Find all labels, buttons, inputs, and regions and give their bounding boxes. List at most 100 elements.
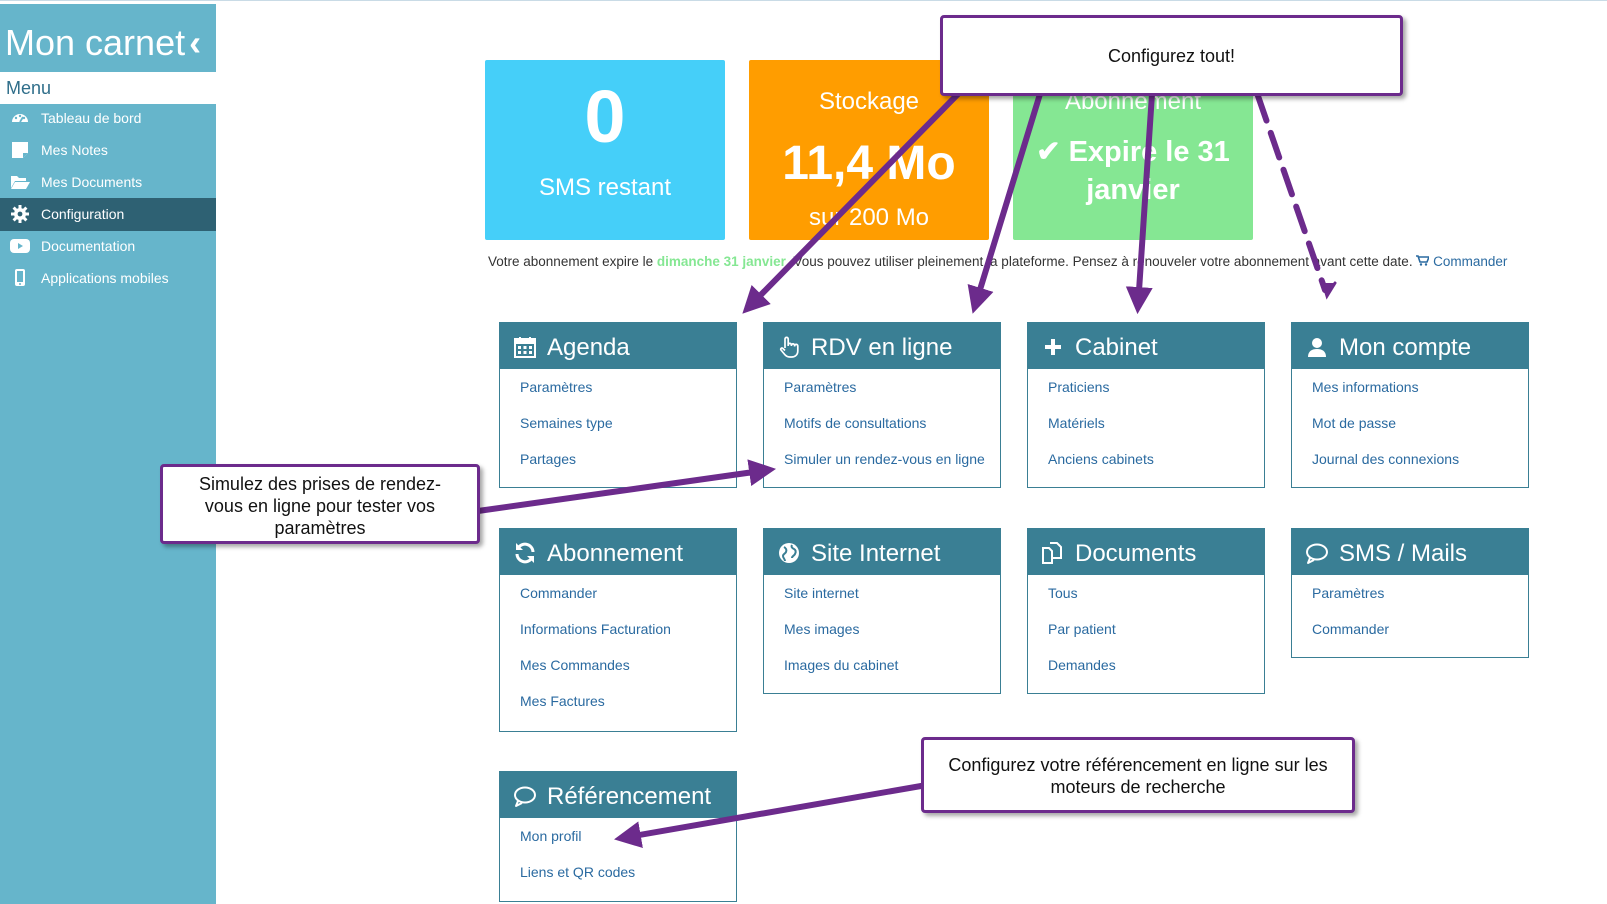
rdv-panel: RDV en ligne Paramètres Motifs de consul… bbox=[763, 322, 1001, 488]
callout-seo: Configurez votre référencement en ligne … bbox=[921, 737, 1355, 813]
agenda-link-week-templates[interactable]: Semaines type bbox=[520, 415, 613, 431]
subscription-link-my-orders[interactable]: Mes Commandes bbox=[520, 657, 630, 673]
seo-link-my-profile[interactable]: Mon profil bbox=[520, 828, 582, 844]
sidebar-item-label: Tableau de bord bbox=[41, 110, 142, 126]
account-panel-header: Mon compte bbox=[1292, 323, 1528, 369]
rdv-link-settings[interactable]: Paramètres bbox=[784, 379, 857, 395]
website-panel-header: Site Internet bbox=[764, 529, 1000, 575]
account-link-login-log[interactable]: Journal des connexions bbox=[1312, 451, 1460, 467]
subscription-link-billing-info[interactable]: Informations Facturation bbox=[520, 621, 671, 637]
website-panel: Site Internet Site internet Mes images I… bbox=[763, 528, 1001, 694]
sidebar-item-mobile-apps[interactable]: Applications mobiles bbox=[0, 262, 216, 295]
callout-line: Configurez votre référencement en ligne … bbox=[948, 755, 1328, 775]
panel-title: SMS / Mails bbox=[1339, 540, 1468, 567]
agenda-link-sharing[interactable]: Partages bbox=[520, 451, 577, 467]
sidebar-item-label: Mes Documents bbox=[41, 174, 143, 190]
globe-icon bbox=[779, 543, 799, 563]
sidebar-item-label: Mes Notes bbox=[41, 142, 108, 158]
collapse-chevron-icon[interactable]: ‹ bbox=[189, 22, 202, 63]
notice-prefix: Votre abonnement expire le bbox=[488, 254, 657, 269]
sidebar-item-documents[interactable]: Mes Documents bbox=[0, 166, 216, 199]
agenda-link-settings[interactable]: Paramètres bbox=[520, 379, 593, 395]
callout-text: Configurez tout! bbox=[1107, 46, 1236, 66]
arrow-to-account-head bbox=[1321, 281, 1337, 300]
subscription-expiry-line: ✔ Expire le 31 bbox=[1013, 134, 1253, 169]
notice-suffix: . Vous pouvez utiliser pleinement la pla… bbox=[785, 254, 1417, 269]
cabinet-link-former-cabinets[interactable]: Anciens cabinets bbox=[1048, 451, 1154, 467]
callout-line: vous en ligne pour tester vos bbox=[204, 496, 436, 516]
subscription-panel: Abonnement Commander Informations Factur… bbox=[499, 528, 737, 732]
panel-title: Agenda bbox=[547, 334, 630, 361]
sms-label: SMS restant bbox=[538, 174, 672, 201]
video-play-icon bbox=[10, 239, 30, 253]
sidebar-item-label: Configuration bbox=[41, 206, 125, 222]
documents-link-all[interactable]: Tous bbox=[1048, 585, 1078, 601]
sidebar-item-label: Documentation bbox=[41, 238, 136, 254]
sms-link-settings[interactable]: Paramètres bbox=[1312, 585, 1385, 601]
sms-tile: 0 SMS restant bbox=[485, 60, 725, 240]
panel-title: Cabinet bbox=[1075, 334, 1158, 361]
sms-count: 0 bbox=[584, 75, 626, 158]
hand-pointer-icon bbox=[779, 336, 799, 358]
subscription-link-order[interactable]: Commander bbox=[520, 585, 598, 601]
cabinet-panel-header: Cabinet bbox=[1028, 323, 1264, 369]
agenda-panel: Agenda Paramètres Semaines type Partages bbox=[499, 322, 737, 488]
rdv-link-consultation-reasons[interactable]: Motifs de consultations bbox=[784, 415, 927, 431]
mobile-phone-icon bbox=[15, 269, 25, 286]
folder-open-icon bbox=[11, 176, 30, 189]
user-icon bbox=[1308, 338, 1326, 357]
subscription-panel-header: Abonnement bbox=[500, 529, 736, 575]
website-link-my-images[interactable]: Mes images bbox=[784, 621, 860, 637]
website-link-cabinet-images[interactable]: Images du cabinet bbox=[784, 657, 899, 673]
panel-title: RDV en ligne bbox=[811, 334, 953, 361]
cabinet-link-equipment[interactable]: Matériels bbox=[1048, 415, 1105, 431]
subscription-link-my-invoices[interactable]: Mes Factures bbox=[520, 693, 605, 709]
callout-text: Configurez votre référencement en ligne … bbox=[924, 754, 1352, 798]
panel-title: Référencement bbox=[547, 783, 712, 810]
subscription-expiry-text: Expire le 31 bbox=[1068, 136, 1230, 168]
menu-label: Menu bbox=[6, 78, 52, 98]
panel-title: Documents bbox=[1075, 540, 1197, 567]
refresh-icon bbox=[515, 542, 535, 564]
sidebar-item-notes[interactable]: Mes Notes bbox=[0, 134, 216, 167]
storage-value: 11,4 Mo bbox=[782, 137, 956, 190]
sidebar-item-configuration[interactable]: Configuration bbox=[0, 198, 216, 231]
chat-bubble-icon bbox=[514, 786, 536, 807]
brand-title[interactable]: Mon carnet‹ bbox=[5, 22, 202, 63]
documents-panel: Documents Tous Par patient Demandes bbox=[1027, 528, 1265, 694]
seo-panel-header: Référencement bbox=[500, 772, 736, 818]
agenda-panel-header: Agenda bbox=[500, 323, 736, 369]
storage-capacity: sur 200 Mo bbox=[808, 204, 930, 231]
sms-link-order[interactable]: Commander bbox=[1312, 621, 1390, 637]
cart-icon bbox=[1416, 255, 1431, 266]
documents-link-requests[interactable]: Demandes bbox=[1048, 657, 1116, 673]
rdv-link-simulate-booking[interactable]: Simuler un rendez-vous en ligne bbox=[784, 451, 985, 467]
order-link-label: Commander bbox=[1433, 254, 1508, 269]
cabinet-panel: Cabinet Praticiens Matériels Anciens cab… bbox=[1027, 322, 1265, 488]
order-link[interactable]: Commander bbox=[1416, 254, 1507, 269]
top-border bbox=[0, 0, 1607, 1]
sms-mails-panel-header: SMS / Mails bbox=[1292, 529, 1528, 575]
documents-link-by-patient[interactable]: Par patient bbox=[1048, 621, 1116, 637]
menu-header: Menu bbox=[0, 72, 216, 104]
copy-icon bbox=[1042, 542, 1062, 564]
sidebar: Mon carnet‹ Menu Tableau de bord Mes Not… bbox=[0, 4, 216, 904]
panel-title: Site Internet bbox=[811, 540, 941, 567]
account-link-password[interactable]: Mot de passe bbox=[1312, 415, 1397, 431]
panel-title: Abonnement bbox=[547, 540, 684, 567]
website-link-site[interactable]: Site internet bbox=[784, 585, 859, 601]
callout-line: paramètres bbox=[274, 518, 366, 538]
plus-icon bbox=[1045, 339, 1061, 355]
seo-link-qr-codes[interactable]: Liens et QR codes bbox=[520, 864, 636, 880]
callout-configure-all: Configurez tout! bbox=[940, 15, 1403, 96]
account-link-my-info[interactable]: Mes informations bbox=[1312, 379, 1419, 395]
note-icon bbox=[12, 142, 28, 158]
panel-title: Mon compte bbox=[1339, 334, 1472, 361]
calendar-icon bbox=[514, 337, 536, 358]
sidebar-item-dashboard[interactable]: Tableau de bord bbox=[0, 102, 216, 135]
cabinet-link-practitioners[interactable]: Praticiens bbox=[1048, 379, 1110, 395]
sidebar-item-documentation[interactable]: Documentation bbox=[0, 230, 216, 263]
sms-mails-panel: SMS / Mails Paramètres Commander bbox=[1291, 528, 1529, 658]
callout-simulate: Simulez des prises de rendez- vous en li… bbox=[160, 464, 480, 544]
gear-icon bbox=[11, 205, 29, 223]
